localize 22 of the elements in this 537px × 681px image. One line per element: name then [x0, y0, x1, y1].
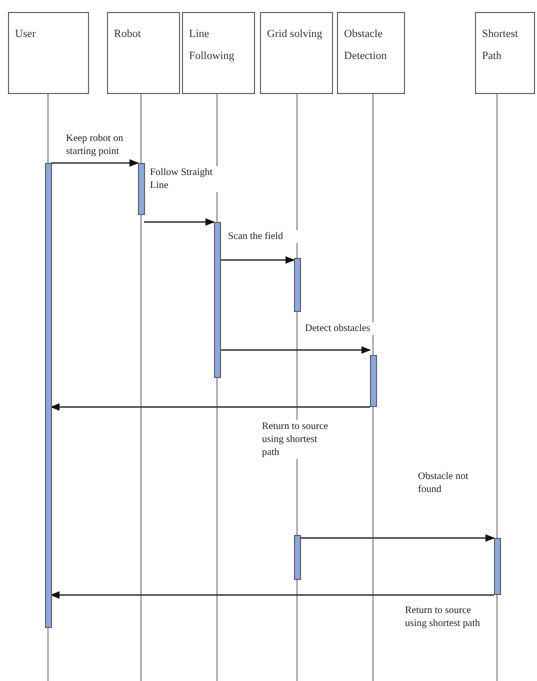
activation-bar: [138, 163, 145, 215]
activation-bar: [494, 538, 501, 595]
activation-bar: [370, 355, 377, 407]
message-arrow: [51, 159, 139, 167]
participant-box: Obstacle Detection: [337, 12, 405, 94]
message-arrow: [50, 591, 494, 599]
activation-bar: [45, 163, 52, 628]
activation-bar: [214, 222, 221, 378]
message-arrow: [220, 256, 295, 264]
participant-box: Shortest Path: [475, 12, 535, 94]
message-label: Return to source using shortest path: [405, 604, 483, 630]
participant-box: Grid solving: [260, 12, 333, 94]
message-arrow: [144, 218, 215, 226]
activation-bar: [294, 258, 301, 312]
message-arrow: [220, 346, 371, 354]
activation-bar: [294, 535, 301, 580]
participant-box: Robot: [107, 12, 180, 94]
participant-box: User: [8, 12, 89, 94]
message-label: Scan the field: [228, 230, 298, 243]
message-arrow: [300, 534, 495, 542]
message-arrow: [50, 403, 370, 411]
participant-box: Line Following: [182, 12, 255, 94]
